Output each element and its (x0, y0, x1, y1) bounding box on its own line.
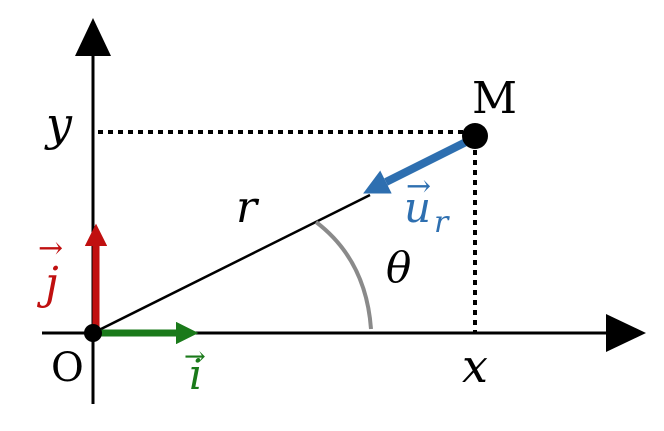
u-vector-label: u (404, 183, 431, 232)
u-vector-arrow-symbol: → (406, 169, 431, 204)
y-axis-arrowhead (75, 18, 111, 56)
x-axis-arrowhead (606, 314, 646, 352)
i-vector-arrow-symbol: → (184, 342, 206, 372)
point-m-label: M (472, 73, 517, 124)
x-axis-label: x (462, 339, 488, 393)
u-vector-arrow (363, 138, 468, 194)
radius-line (92, 193, 371, 335)
u-vector-subscript: r (434, 205, 450, 240)
y-axis-label: y (44, 97, 73, 151)
point-m (462, 123, 488, 149)
i-vector-label: i (189, 350, 202, 399)
radius-label: r (236, 182, 260, 233)
origin-point (84, 324, 102, 342)
angle-arc (314, 220, 373, 330)
j-vector-arrow-symbol: → (38, 231, 63, 266)
origin-label: O (51, 345, 84, 391)
angle-label: θ (386, 243, 411, 292)
